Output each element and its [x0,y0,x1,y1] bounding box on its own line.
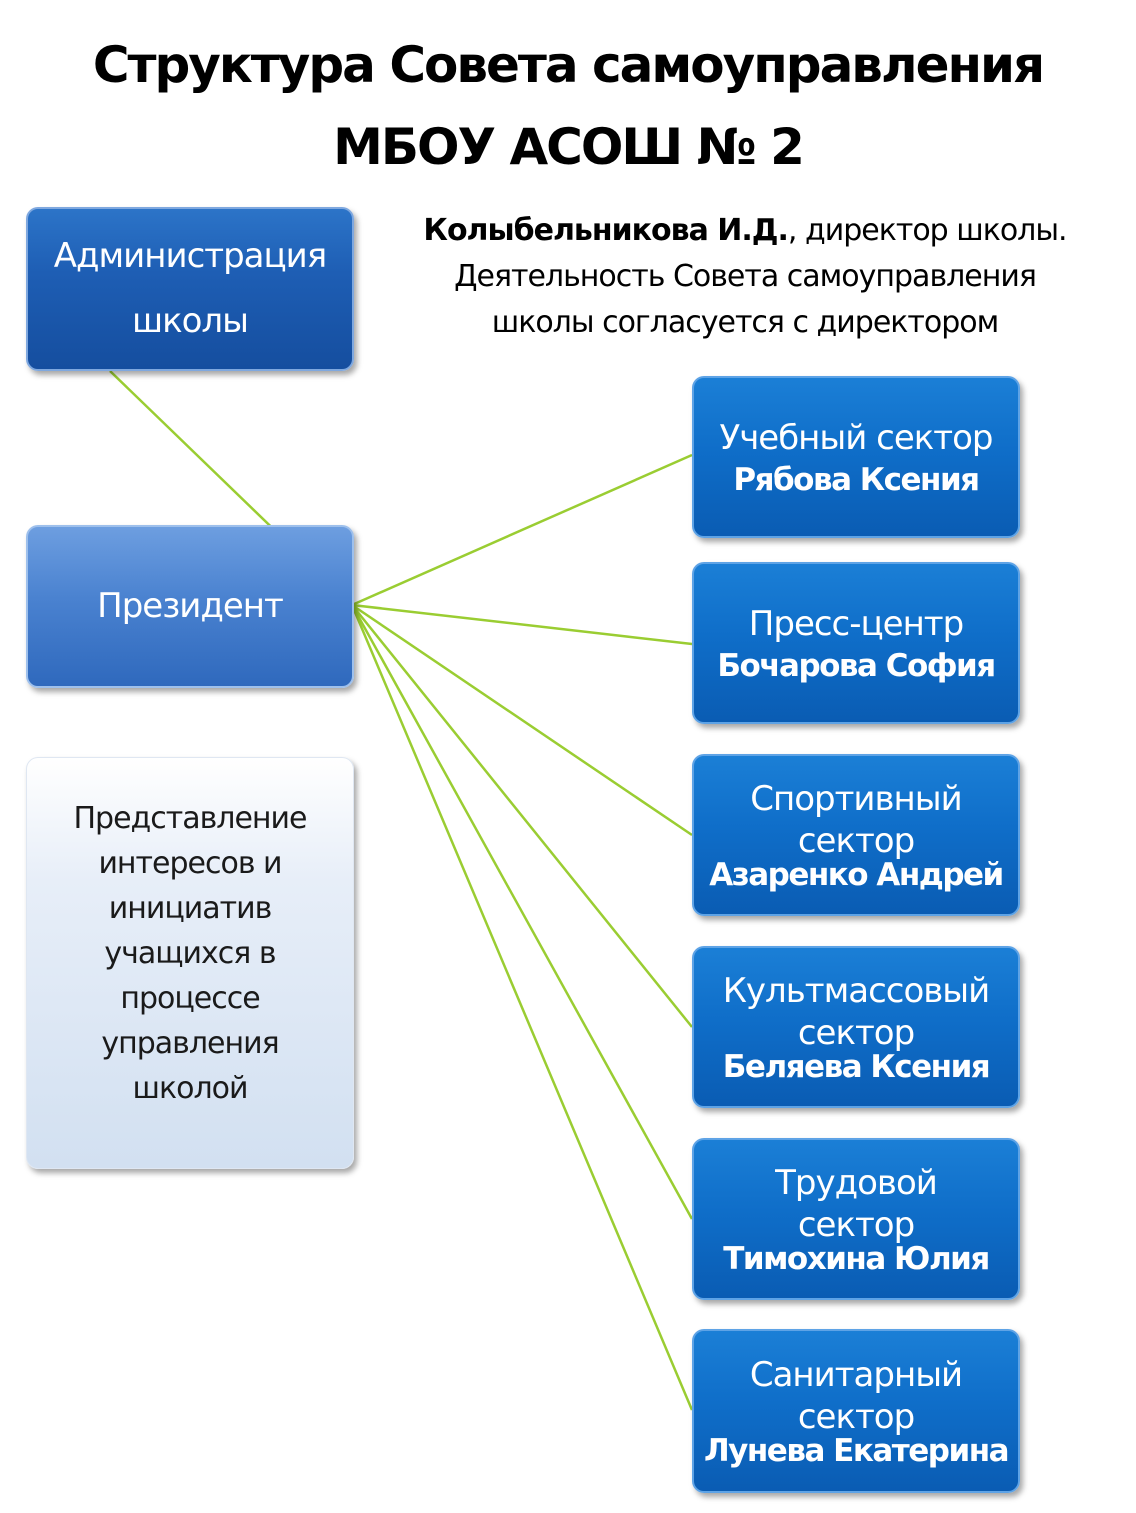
director-note-line-2: Деятельность Совета самоуправления [454,259,1037,294]
connector-president-sector-1 [351,453,693,607]
director-role: , директор школы. [787,213,1068,248]
sector-5-title-line-1: Трудовой [775,1163,938,1204]
sector-4-title-line-2: сектор [797,1012,915,1053]
sector-1-title: Учебный сектор [719,418,993,459]
sector-box-5: Трудовой сектор Тимохина Юлия [692,1138,1020,1300]
administration-box: Администрация школы [26,207,354,371]
sector-5-title-line-2: сектор [797,1204,915,1245]
president-box: Президент [26,525,354,688]
representation-line-2: интересов и [98,846,282,881]
sector-3-title-line-1: Спортивный [750,779,962,820]
director-name: Колыбельникова И.Д. [423,213,788,248]
representation-line-5: процессе [120,981,260,1016]
sector-box-4: Культмассовый сектор Беляева Ксения [692,946,1020,1108]
sector-box-1: Учебный сектор Рябова Ксения [692,376,1020,538]
sector-6-title-line-2: сектор [797,1396,915,1437]
connector-president-sector-3 [351,603,693,837]
connector-president-sector-4 [351,604,693,1028]
page-title-line-1: Структура Совета самоуправления [92,36,1045,94]
sector-4-person: Беляева Ксения [722,1048,991,1085]
sector-4-title-line-1: Культмассовый [722,971,990,1012]
sector-2-title: Пресс-центр [748,604,964,645]
representation-line-6: управления [101,1026,279,1061]
sector-6-person: Лунева Екатерина [703,1432,1010,1469]
page-title-line-2: МБОУ АСОШ № 2 [333,118,805,176]
administration-label-line-2: школы [131,301,249,341]
sector-box-2: Пресс-центр Бочарова София [692,562,1020,724]
representation-line-1: Представление [73,801,307,836]
sector-3-person: Азаренко Андрей [709,856,1004,893]
representation-line-3: инициатив [108,891,273,926]
sector-1-person: Рябова Ксения [733,461,980,498]
sector-5-person: Тимохина Юлия [723,1240,990,1277]
director-note: Колыбельникова И.Д., директор школы. Дея… [360,208,1130,346]
director-note-line-3: школы согласуется с директором [491,305,1000,340]
administration-label-line-1: Администрация [53,236,327,277]
representation-line-4: учащихся в [104,936,276,971]
sector-3-title-line-2: сектор [797,820,915,861]
sector-2-person: Бочарова София [717,647,996,684]
representation-box: Представление интересов и инициатив учащ… [26,757,354,1169]
connector-president-sector-5 [350,604,694,1220]
director-note-line-1: Колыбельникова И.Д., директор школы. [360,208,1130,254]
sector-box-3: Спортивный сектор Азаренко Андрей [692,754,1020,916]
representation-line-7: школой [132,1071,249,1106]
sector-box-6: Санитарный сектор Лунева Екатерина [692,1329,1020,1493]
connector-president-sector-6 [350,604,694,1411]
sector-6-title-line-1: Санитарный [749,1355,963,1396]
president-label: Президент [97,586,284,627]
connector-president-sector-2 [351,603,693,646]
